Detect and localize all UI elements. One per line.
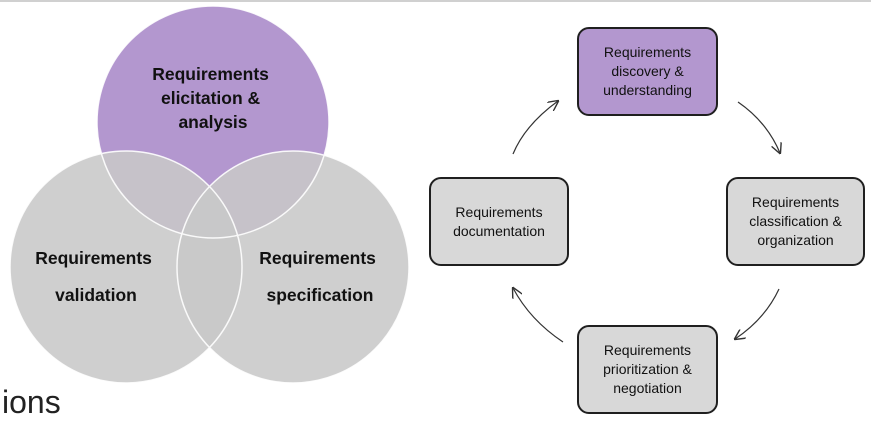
cycle-box-discovery-line3: understanding: [603, 82, 692, 98]
cycle-box-classification-line1: Requirements: [751, 194, 840, 210]
venn-circle-specification: [177, 151, 409, 383]
venn-label-elicitation-line3: analysis: [178, 112, 247, 132]
venn-label-validation-line1: Requirements: [35, 248, 152, 268]
venn-label-specification: Requirements specification: [259, 248, 381, 305]
cycle-box-prioritization: Requirements prioritization & negotiatio…: [577, 325, 718, 414]
cycle-box-classification-line3: organization: [757, 232, 834, 248]
cycle-box-classification: Requirements classification & organizati…: [726, 177, 865, 266]
venn-label-elicitation-line1: Requirements: [152, 64, 269, 84]
cycle-box-prioritization-line3: negotiation: [613, 380, 682, 396]
arrow-bottom-to-left: [513, 288, 564, 343]
cycle-box-discovery-line2: discovery &: [611, 63, 684, 79]
venn-label-specification-line1: Requirements: [259, 248, 376, 268]
cycle-box-discovery: Requirements discovery & understanding: [577, 27, 718, 116]
cycle-box-documentation-line2: documentation: [453, 222, 545, 239]
cycle-box-documentation-line1: Requirements: [455, 203, 543, 220]
arrow-top-to-right: [737, 101, 780, 153]
arrow-left-to-top: [512, 101, 558, 155]
cycle-box-discovery-line1: Requirements: [603, 44, 692, 60]
venn-label-validation-line2: validation: [55, 285, 137, 305]
top-divider: [0, 0, 871, 2]
cycle-arrows: [512, 101, 780, 343]
cycle-box-documentation: Requirements documentation: [429, 177, 569, 266]
venn-label-specification-line2: specification: [267, 285, 374, 305]
venn-circle-validation: [10, 151, 242, 383]
cycle-box-prioritization-line1: Requirements: [603, 342, 692, 358]
venn-diagram: Requirements elicitation & analysis Requ…: [9, 5, 410, 384]
venn-outline-left: [9, 150, 243, 384]
venn-outline-top: [96, 5, 330, 239]
venn-label-elicitation-line2: elicitation &: [161, 88, 261, 108]
venn-outline-right: [176, 150, 410, 384]
cycle-box-classification-line2: classification &: [749, 213, 842, 229]
arrow-right-to-bottom: [735, 288, 780, 339]
cycle-box-prioritization-line2: prioritization &: [603, 361, 692, 377]
venn-label-elicitation: Requirements elicitation & analysis: [152, 64, 274, 132]
slide-text-fragment-ions: ions: [2, 384, 61, 420]
venn-label-validation: Requirements validation: [35, 248, 157, 305]
